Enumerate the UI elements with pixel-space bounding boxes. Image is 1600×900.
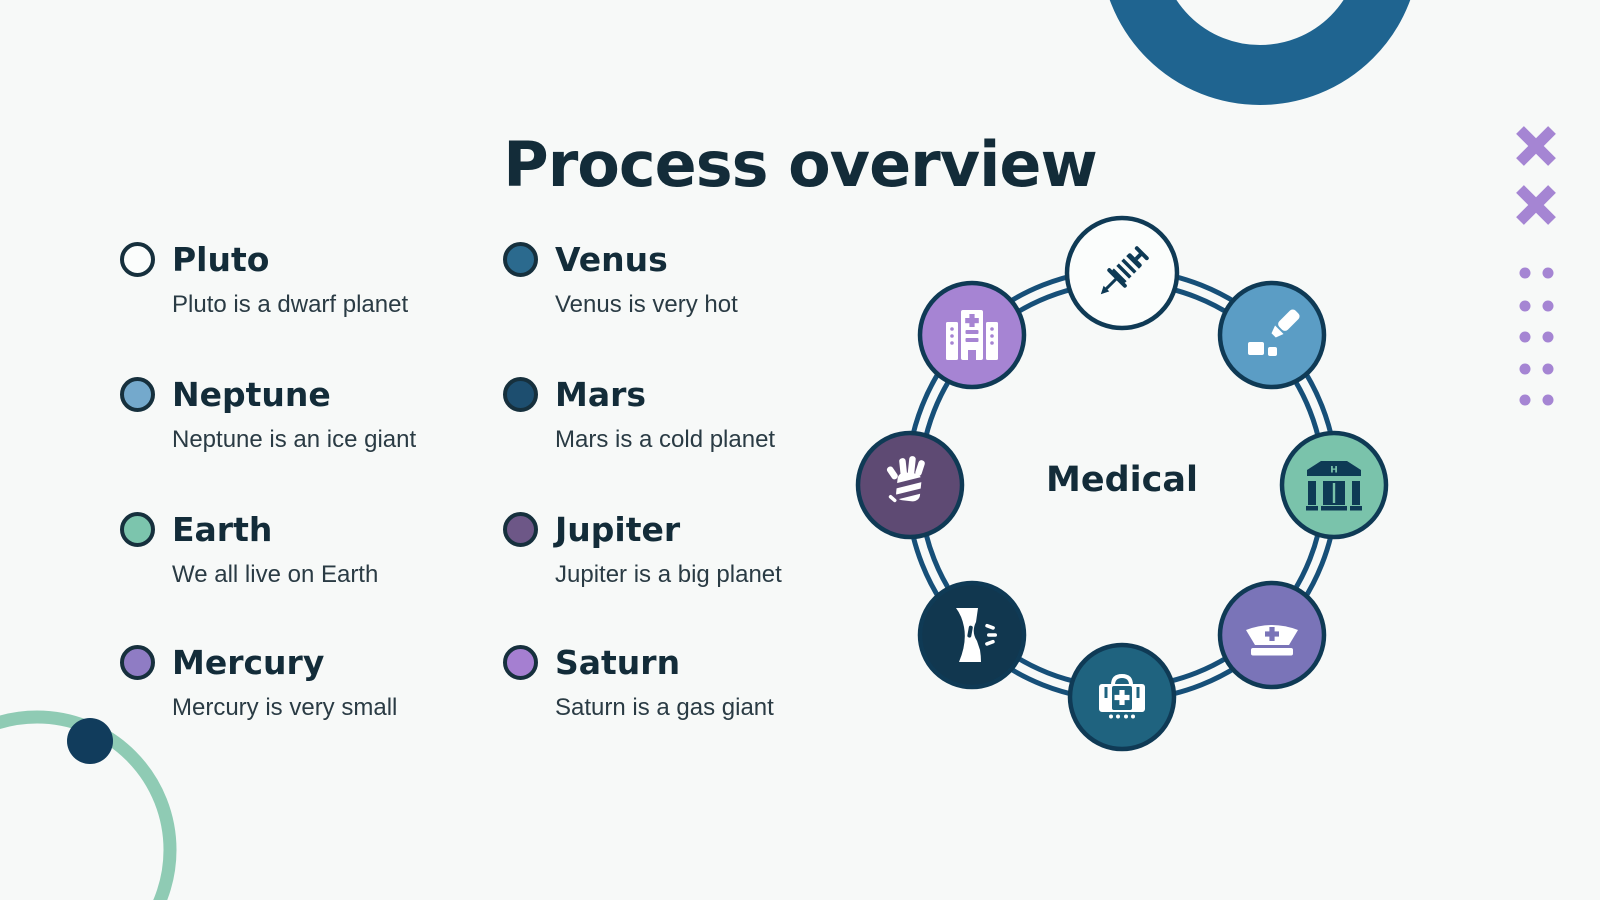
planet-name: Mars: [555, 375, 647, 414]
planet-description: Mars is a cold planet: [555, 426, 776, 453]
diagram-node-right: H: [1279, 430, 1389, 540]
list-item: Earth We all live on Earth: [120, 510, 520, 589]
cross-marks: [1516, 126, 1556, 225]
decor-arc-circle: [0, 710, 177, 900]
planet-description: Neptune is an ice giant: [172, 426, 417, 453]
list-item: Pluto Pluto is a dwarf planet: [120, 240, 520, 319]
list-item: Saturn Saturn is a gas giant: [503, 643, 903, 722]
marker-icon: [1248, 309, 1300, 356]
planet-name: Venus: [555, 240, 668, 279]
planet-name: Earth: [172, 510, 273, 549]
planet-bullet: [503, 645, 538, 680]
planet-description: Venus is very hot: [555, 291, 738, 318]
dot-grid: [1519, 267, 1554, 406]
diagram-node-top-right: [1217, 280, 1327, 390]
diagram-node-top-left: [917, 280, 1027, 390]
list-item: Venus Venus is very hot: [503, 240, 903, 319]
hospital-building-icon: [946, 310, 998, 360]
decor-bottom-left: [0, 710, 177, 900]
planet-bullet: [120, 645, 155, 680]
list-item: Neptune Neptune is an ice giant: [120, 375, 520, 454]
diagram-node-left: [855, 430, 965, 540]
planet-bullet: [503, 242, 538, 277]
medical-cycle-diagram: H: [855, 215, 1389, 752]
diagram-node-bottom: [1067, 642, 1177, 752]
planet-description: Mercury is very small: [172, 694, 398, 721]
hospital-sign: H: [1330, 466, 1338, 476]
diagram-node-top: [1064, 215, 1180, 331]
planet-bullet: [120, 512, 155, 547]
hospital-columns-icon: H: [1306, 461, 1362, 511]
list-item: Mercury Mercury is very small: [120, 643, 520, 722]
list-item: Jupiter Jupiter is a big planet: [503, 510, 903, 589]
planet-bullet: [120, 377, 155, 412]
nurse-cap-icon: [1246, 625, 1298, 656]
planet-name: Pluto: [172, 240, 270, 279]
planet-bullet: [120, 242, 155, 277]
medical-bag-icon: [1099, 673, 1145, 719]
planet-description: We all live on Earth: [172, 561, 379, 588]
leg-pain-icon: [956, 608, 997, 662]
planet-bullet: [503, 512, 538, 547]
planet-description: Saturn is a gas giant: [555, 694, 774, 721]
decor-ring-top-right: [1109, 0, 1411, 105]
bandaged-hand-icon: [886, 456, 928, 503]
planet-description: Pluto is a dwarf planet: [172, 291, 409, 318]
planet-name: Neptune: [172, 375, 331, 414]
planet-name: Saturn: [555, 643, 681, 682]
decor-right-edge: [1516, 126, 1556, 406]
diagram-node-bottom-left: [917, 580, 1027, 690]
list-item: Mars Mars is a cold planet: [503, 375, 903, 454]
planet-bullet: [503, 377, 538, 412]
diagram-center-label: Medical: [1046, 460, 1198, 500]
page-title: Process overview: [503, 127, 1097, 201]
planet-name: Jupiter: [555, 510, 681, 549]
planet-description: Jupiter is a big planet: [555, 561, 782, 588]
planet-name: Mercury: [172, 643, 325, 682]
decor-navy-dot: [67, 718, 113, 764]
diagram-node-bottom-right: [1217, 580, 1327, 690]
